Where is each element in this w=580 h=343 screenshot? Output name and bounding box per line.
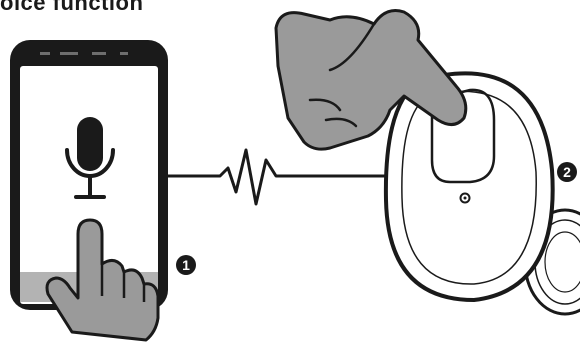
earbud-icon: [386, 73, 580, 314]
step-number-badge: 1: [176, 255, 196, 275]
signal-wave-icon: [168, 150, 386, 204]
step-number-badge: 2: [557, 162, 577, 182]
